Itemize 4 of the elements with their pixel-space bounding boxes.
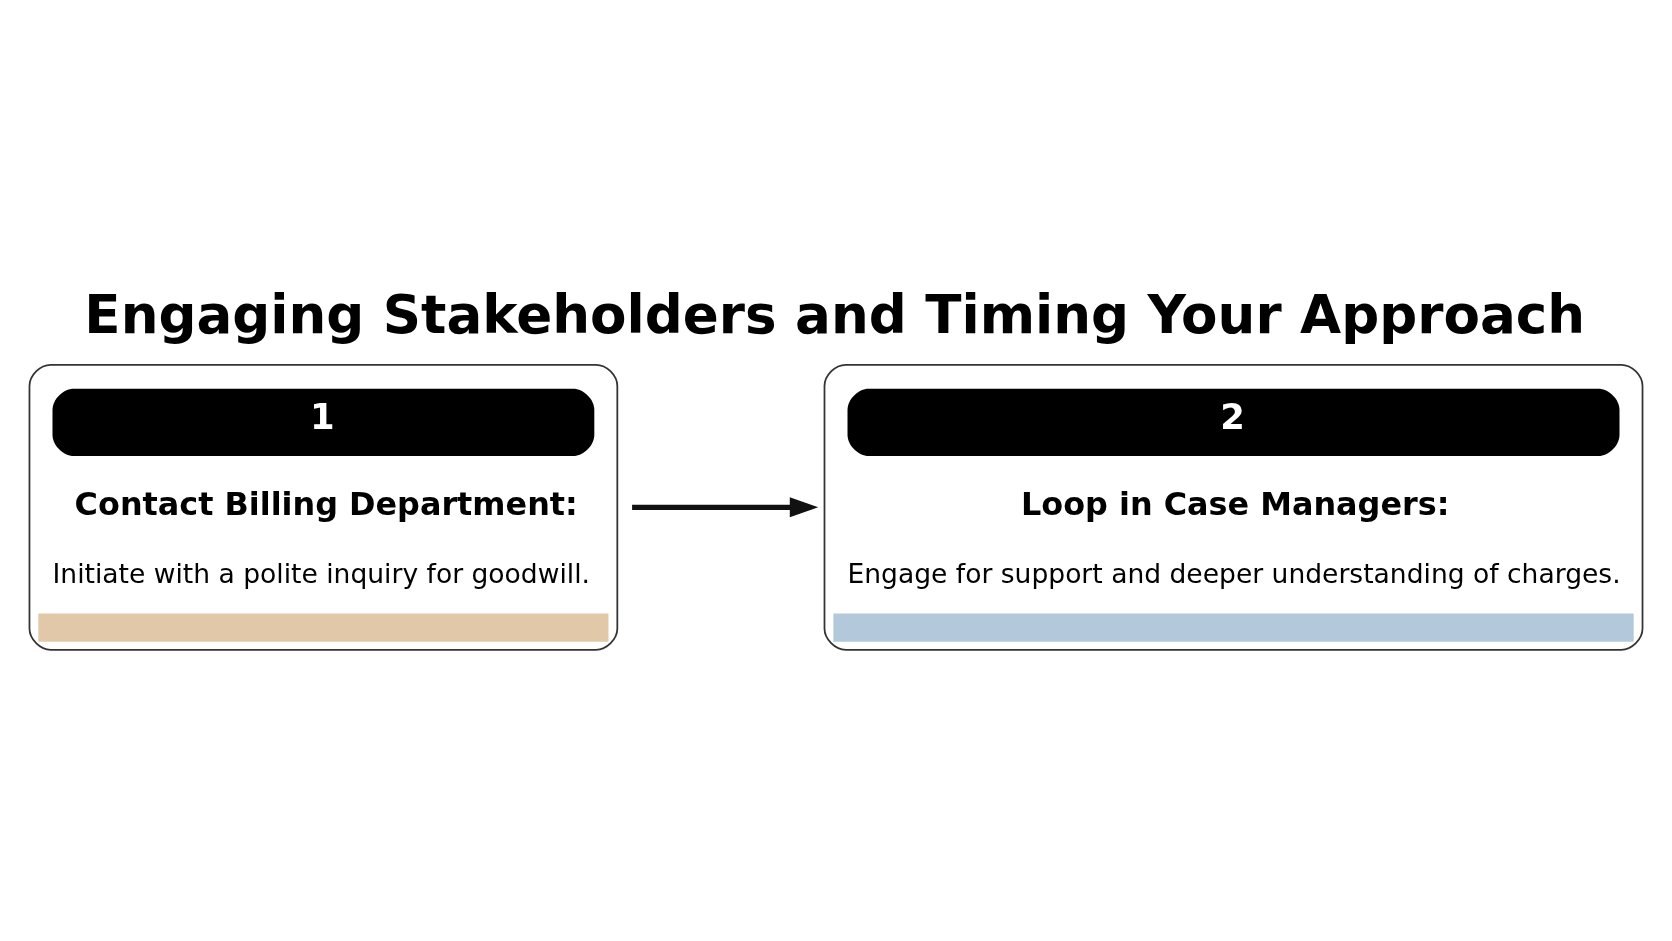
diagram-title: Engaging Stakeholders and Timing Your Approach — [84, 283, 1586, 346]
node-box: 2 Loop in Case Managers: Engage for support and deeper understanding of charges. — [823, 363, 1644, 651]
arrow — [632, 496, 819, 517]
node-box: 1 Contact Billing Department: Initiate with a polite inquiry for goodwill. — [28, 363, 619, 651]
